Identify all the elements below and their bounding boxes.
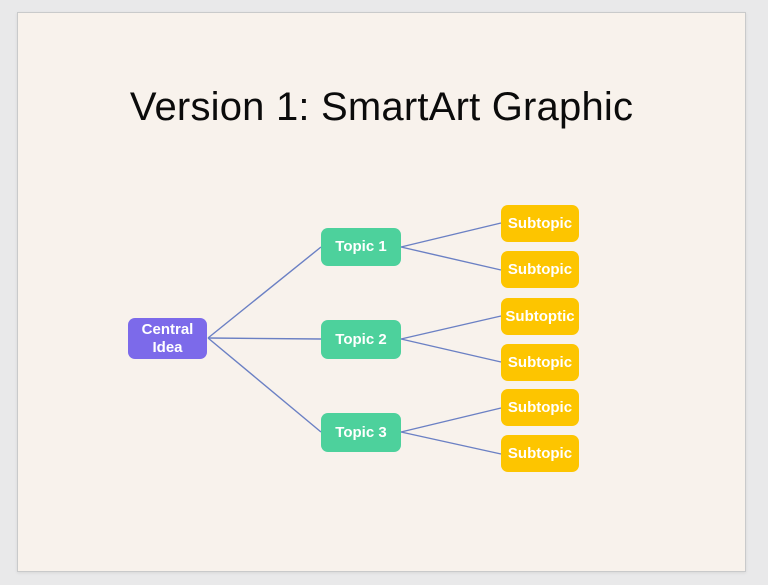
node-subtopic-1[interactable]: Subtopic (501, 205, 579, 242)
node-subtopic-3[interactable]: Subtoptic (501, 298, 579, 335)
node-subtopic-2[interactable]: Subtopic (501, 251, 579, 288)
node-subtopic-5[interactable]: Subtopic (501, 389, 579, 426)
node-topic-2[interactable]: Topic 2 (321, 320, 401, 359)
node-topic-3[interactable]: Topic 3 (321, 413, 401, 452)
node-subtopic-4[interactable]: Subtopic (501, 344, 579, 381)
node-subtopic-6[interactable]: Subtopic (501, 435, 579, 472)
slide-canvas: Version 1: SmartArt Graphic Central Idea… (17, 12, 746, 572)
node-central-idea[interactable]: Central Idea (128, 318, 207, 359)
node-topic-1[interactable]: Topic 1 (321, 228, 401, 266)
slide-title: Version 1: SmartArt Graphic (129, 85, 634, 129)
